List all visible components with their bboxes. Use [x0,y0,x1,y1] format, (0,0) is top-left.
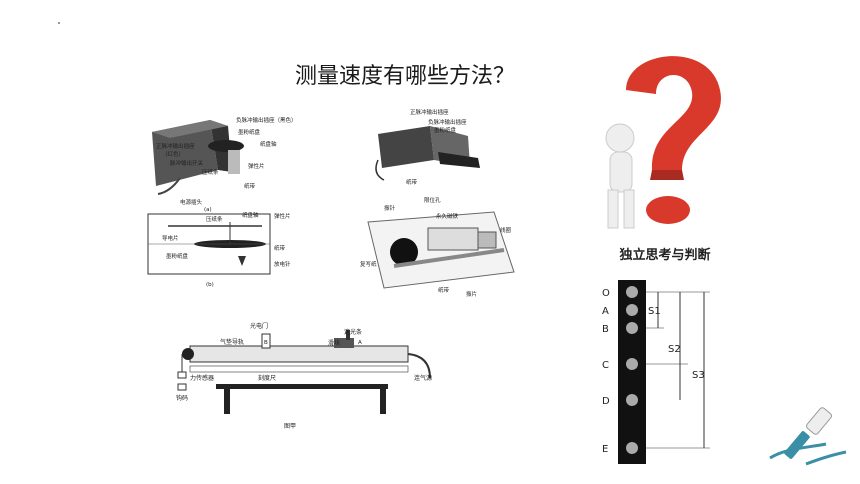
label: 压纸条 [202,168,219,176]
label: 纸盘轴 [260,140,277,148]
label: 导电片 [162,234,179,242]
label: 压纸条 [206,215,223,223]
s2-label: S2 [668,344,681,355]
label: 墨粉纸盘 [166,252,189,260]
label: 墨粉纸盘 [238,128,261,136]
label: 纸带 [438,286,450,294]
strobe-figure: O A B C D E S1 S2 S3 [602,280,710,464]
label: 光电门 [250,322,268,330]
label: 正脉冲输出插座 [410,108,449,116]
timer-figure-c: 正脉冲输出插座 负脉冲输出插座 墨粉纸盘 纸带 [375,108,480,186]
label: 墨粉纸盘 [434,126,457,134]
label: 钩码 [176,394,188,402]
label: 滑块 [328,339,340,347]
label: 永久磁铁 [436,212,459,220]
label: （红色） [162,150,184,158]
label: 负脉冲输出插座 [428,118,467,126]
label: 振片 [466,290,477,298]
label: 弹性片 [248,162,265,170]
label: 遮光条 [344,328,362,336]
label: 限位孔 [424,196,441,204]
label: 弹性片 [274,212,291,220]
s1-label: S1 [648,306,661,317]
label: 正脉冲输出插座 [156,142,195,150]
label: 脉冲输出开关 [170,159,204,167]
question-mark-figure [605,56,721,229]
slide-title: 测量速度有哪些方法？ [294,64,515,89]
caption: 图甲 [284,423,296,430]
point-label: A [602,306,609,317]
paintbrush-icon [769,407,847,466]
label: 负脉冲输出插座（黑色） [236,116,297,124]
label: 电源插头 [180,198,203,206]
point-label: B [602,324,609,335]
point-label: C [602,360,609,371]
slider-letter: A [358,340,362,346]
label: 纸带 [406,178,418,186]
question-caption: 独立思考与判断 [619,248,711,263]
label: 气垫导轨 [220,338,244,346]
point-label: D [602,396,610,407]
sub-label: (b) [206,282,214,288]
label: 放电针 [274,260,291,268]
label: 纸带 [274,244,286,252]
label: 振针 [384,204,396,212]
timer-figure-b: 压纸条 纸盘轴 弹性片 导电片 纸带 墨粉纸盘 放电针 (b) [147,211,291,288]
point-label: O [602,288,610,299]
label: 线圈 [500,226,512,234]
airtrack-figure: 光电门 B 遮光条 A 气垫导轨 滑块 力传感器 刻度尺 连气源 钩码 图甲 [176,322,432,430]
point-label: E [602,444,608,455]
decor-dot [58,22,60,24]
label: 力传感器 [190,374,214,382]
timer-figure-a: 负脉冲输出插座（黑色） 墨粉纸盘 纸盘轴 正脉冲输出插座 （红色） 脉冲输出开关… [152,116,297,213]
label: 连气源 [414,374,432,382]
label: 纸盘轴 [242,211,259,219]
s3-label: S3 [692,370,705,381]
label: 纸带 [244,182,256,190]
timer-figure-d: 振针 限位孔 永久磁铁 线圈 复写纸 纸带 振片 [360,196,515,298]
label: 复写纸 [360,260,377,268]
label: 刻度尺 [258,374,276,382]
gate-letter: B [264,340,268,346]
sub-label: (a) [204,207,212,213]
